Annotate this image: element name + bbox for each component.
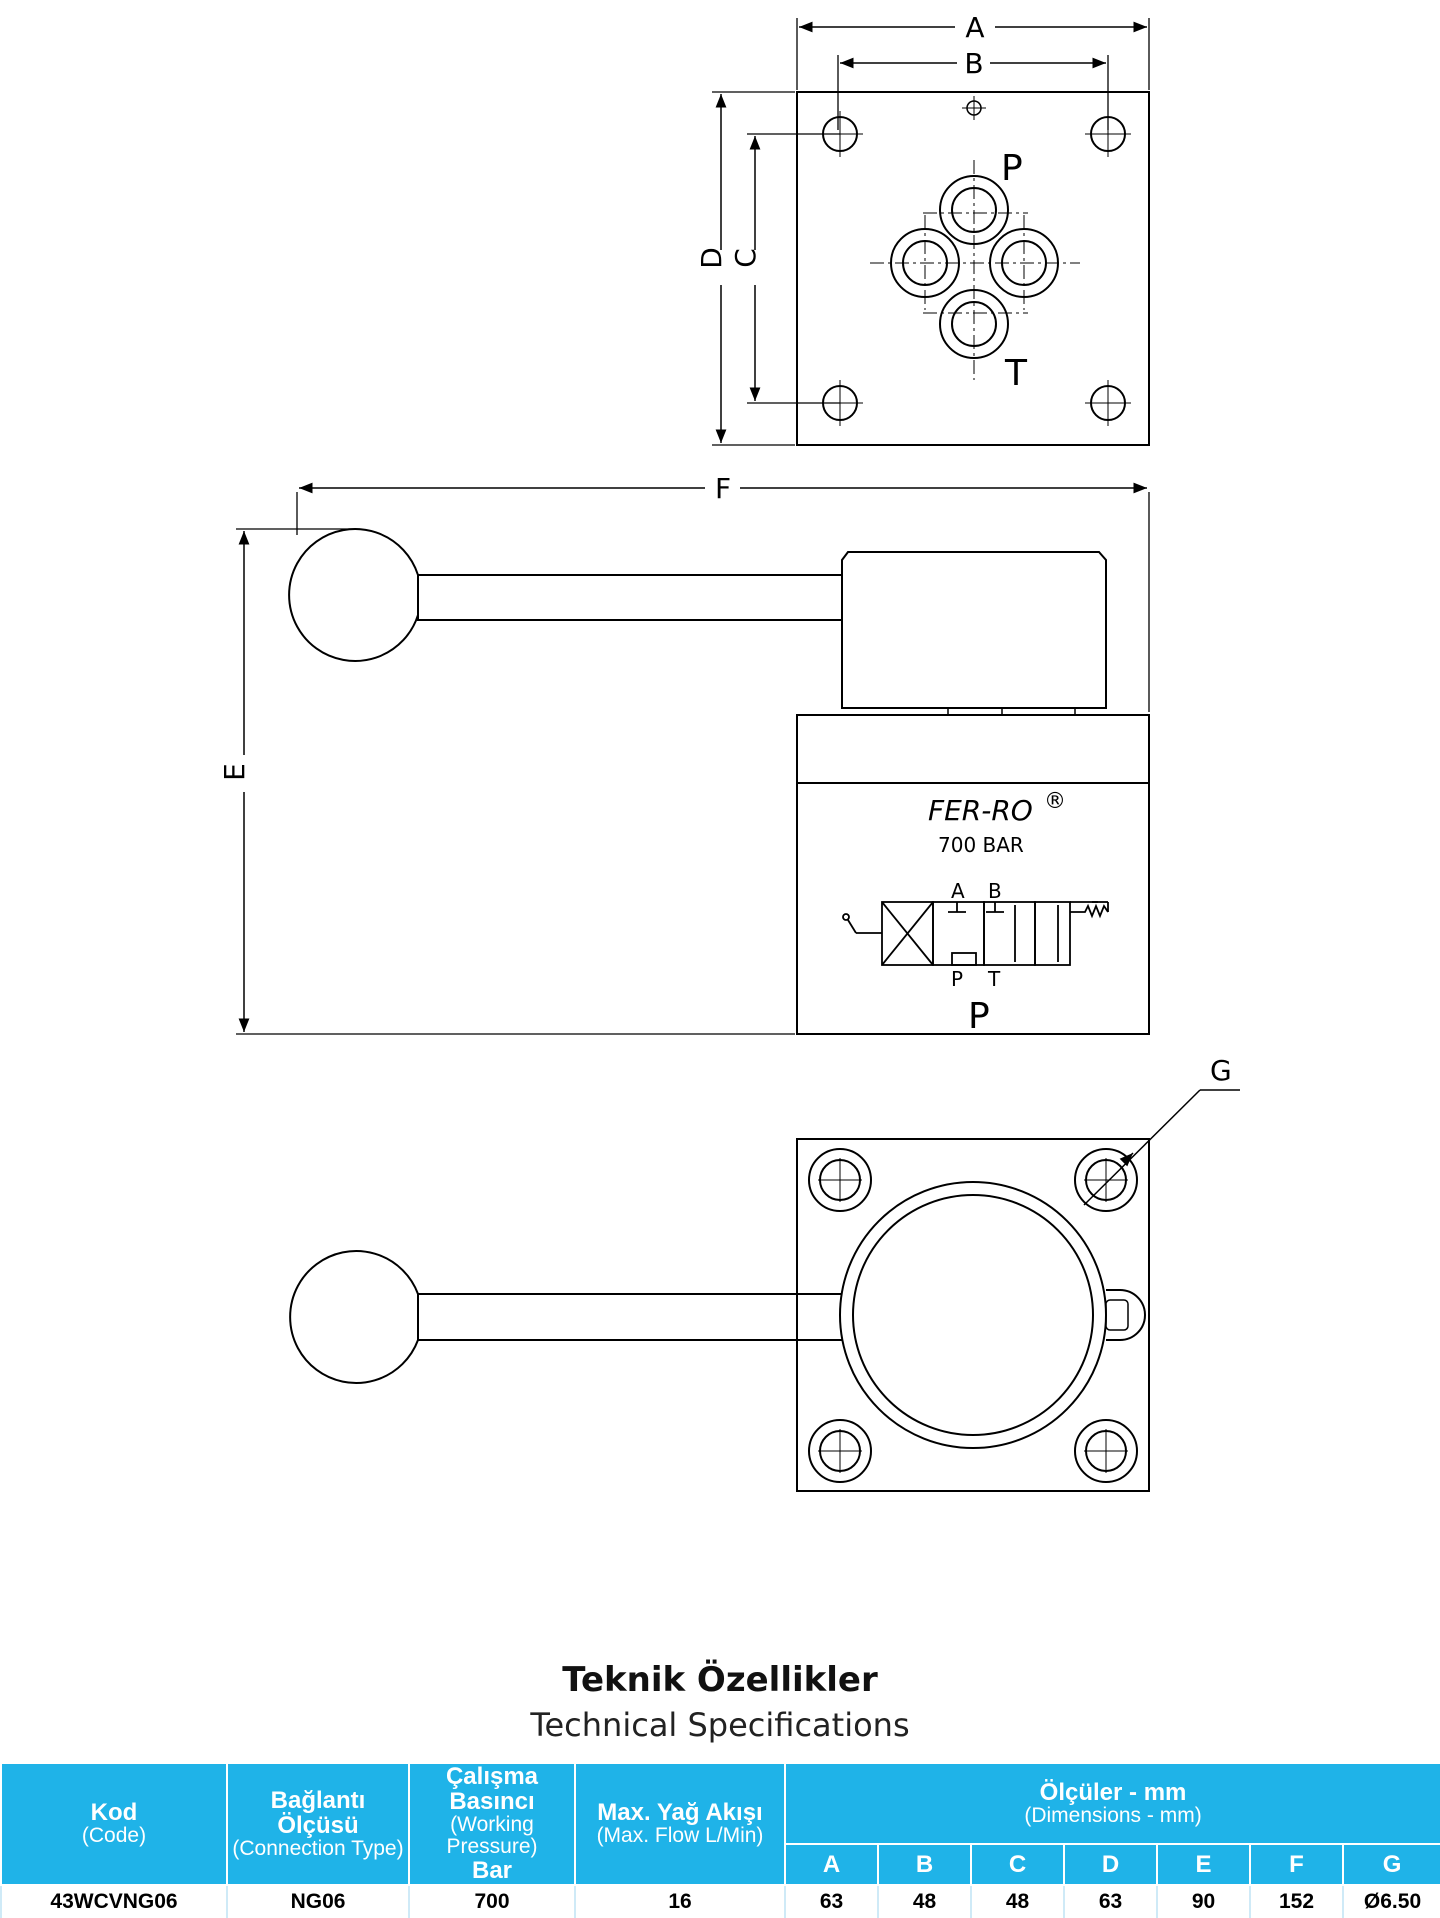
col-header-akis: Max. Yağ Akışı (Max. Flow L/Min)	[574, 1762, 786, 1886]
dim-header-c: C	[970, 1843, 1065, 1886]
dim-label-e: E	[218, 763, 251, 781]
dim-header-a: A	[784, 1843, 879, 1886]
port-a	[890, 228, 960, 298]
dim-label-f: F	[715, 472, 731, 505]
technical-drawing: A B D C P T	[218, 11, 1240, 1492]
handle-ball	[288, 528, 419, 662]
front-port-label-p: P	[968, 996, 990, 1037]
cell-akis: 16	[574, 1884, 785, 1918]
valve-schematic	[842, 901, 1109, 966]
spec-dim-header-row: A B C D E F G	[1, 1843, 1440, 1886]
schematic-label-t: T	[987, 967, 1001, 991]
col-header-olculer: Ölçüler - mm (Dimensions - mm)	[783, 1761, 1440, 1846]
top-view	[712, 18, 1150, 446]
specs-title-en: Technical Specifications	[530, 1706, 910, 1744]
cell-dim-a: 63	[784, 1884, 878, 1918]
mounting-hole	[808, 1148, 872, 1212]
dim-header-b: B	[877, 1843, 972, 1886]
mounting-hole	[1085, 111, 1131, 157]
mounting-hole	[808, 1419, 872, 1483]
dim-label-b: B	[964, 47, 983, 80]
schematic-label-b: B	[988, 879, 1002, 903]
dim-header-g: G	[1341, 1843, 1440, 1886]
valve-body	[796, 714, 1150, 1035]
port-b	[989, 228, 1059, 298]
front-view	[236, 482, 1150, 1035]
col-header-baglanti: Bağlantı Ölçüsü (Connection Type)	[226, 1762, 410, 1886]
handle-ball	[289, 1250, 419, 1384]
mounting-hole	[1074, 1148, 1138, 1212]
spec-header-row: Kod (Code) Bağlantı Ölçüsü (Connection T…	[0, 1761, 1440, 1886]
dim-header-e: E	[1156, 1843, 1251, 1886]
spec-table: Kod (Code) Bağlantı Ölçüsü (Connection T…	[0, 1761, 1440, 1918]
pressure-rating: 700 BAR	[938, 833, 1024, 857]
mounting-hole	[817, 380, 863, 426]
top-plate	[796, 91, 1150, 446]
specs-title-tr: Teknik Özellikler	[562, 1660, 878, 1700]
cell-basinc: 700	[408, 1884, 575, 1918]
dim-header-d: D	[1063, 1843, 1158, 1886]
cap-inner	[852, 1194, 1094, 1436]
cell-dim-e: 90	[1156, 1884, 1250, 1918]
col-header-calisma: Çalışma Basıncı (Working Pressure) Bar	[408, 1762, 576, 1886]
dim-header-f: F	[1249, 1843, 1344, 1886]
cap-outer	[839, 1181, 1107, 1449]
cell-baglanti: NG06	[226, 1884, 409, 1918]
cell-kod: 43WCVNG06	[0, 1884, 227, 1918]
port-p	[939, 175, 1009, 245]
dim-label-d: D	[695, 247, 728, 269]
cell-dim-d: 63	[1063, 1884, 1157, 1918]
port-label-p: P	[1001, 148, 1023, 189]
cell-dim-f: 152	[1249, 1884, 1343, 1918]
cell-dim-g: Ø6.50	[1341, 1884, 1440, 1918]
dim-label-g: G	[1210, 1054, 1232, 1087]
bottom-plate	[796, 1138, 1150, 1492]
schematic-label-a: A	[951, 879, 965, 903]
mounting-hole	[817, 111, 863, 157]
schematic-label-p: P	[951, 967, 963, 991]
port-t	[939, 289, 1009, 359]
dim-label-c: C	[729, 248, 762, 268]
port-label-t: T	[1004, 353, 1028, 394]
dim-label-a: A	[965, 11, 984, 44]
mounting-hole	[1074, 1419, 1138, 1483]
cell-dim-b: 48	[877, 1884, 971, 1918]
brand-logo: FER-RO	[928, 794, 1033, 827]
brand-registered-mark: ®	[1044, 789, 1066, 814]
table-row: 43WCVNG06 NG06 700 16 63 48 48 63 90 152…	[0, 1884, 1440, 1918]
lever-rod	[417, 574, 843, 621]
mounting-hole	[1085, 380, 1131, 426]
col-header-kod: Kod (Code)	[0, 1762, 228, 1886]
cap-housing	[841, 551, 1107, 709]
bottom-view	[289, 1089, 1240, 1492]
cell-dim-c: 48	[970, 1884, 1064, 1918]
